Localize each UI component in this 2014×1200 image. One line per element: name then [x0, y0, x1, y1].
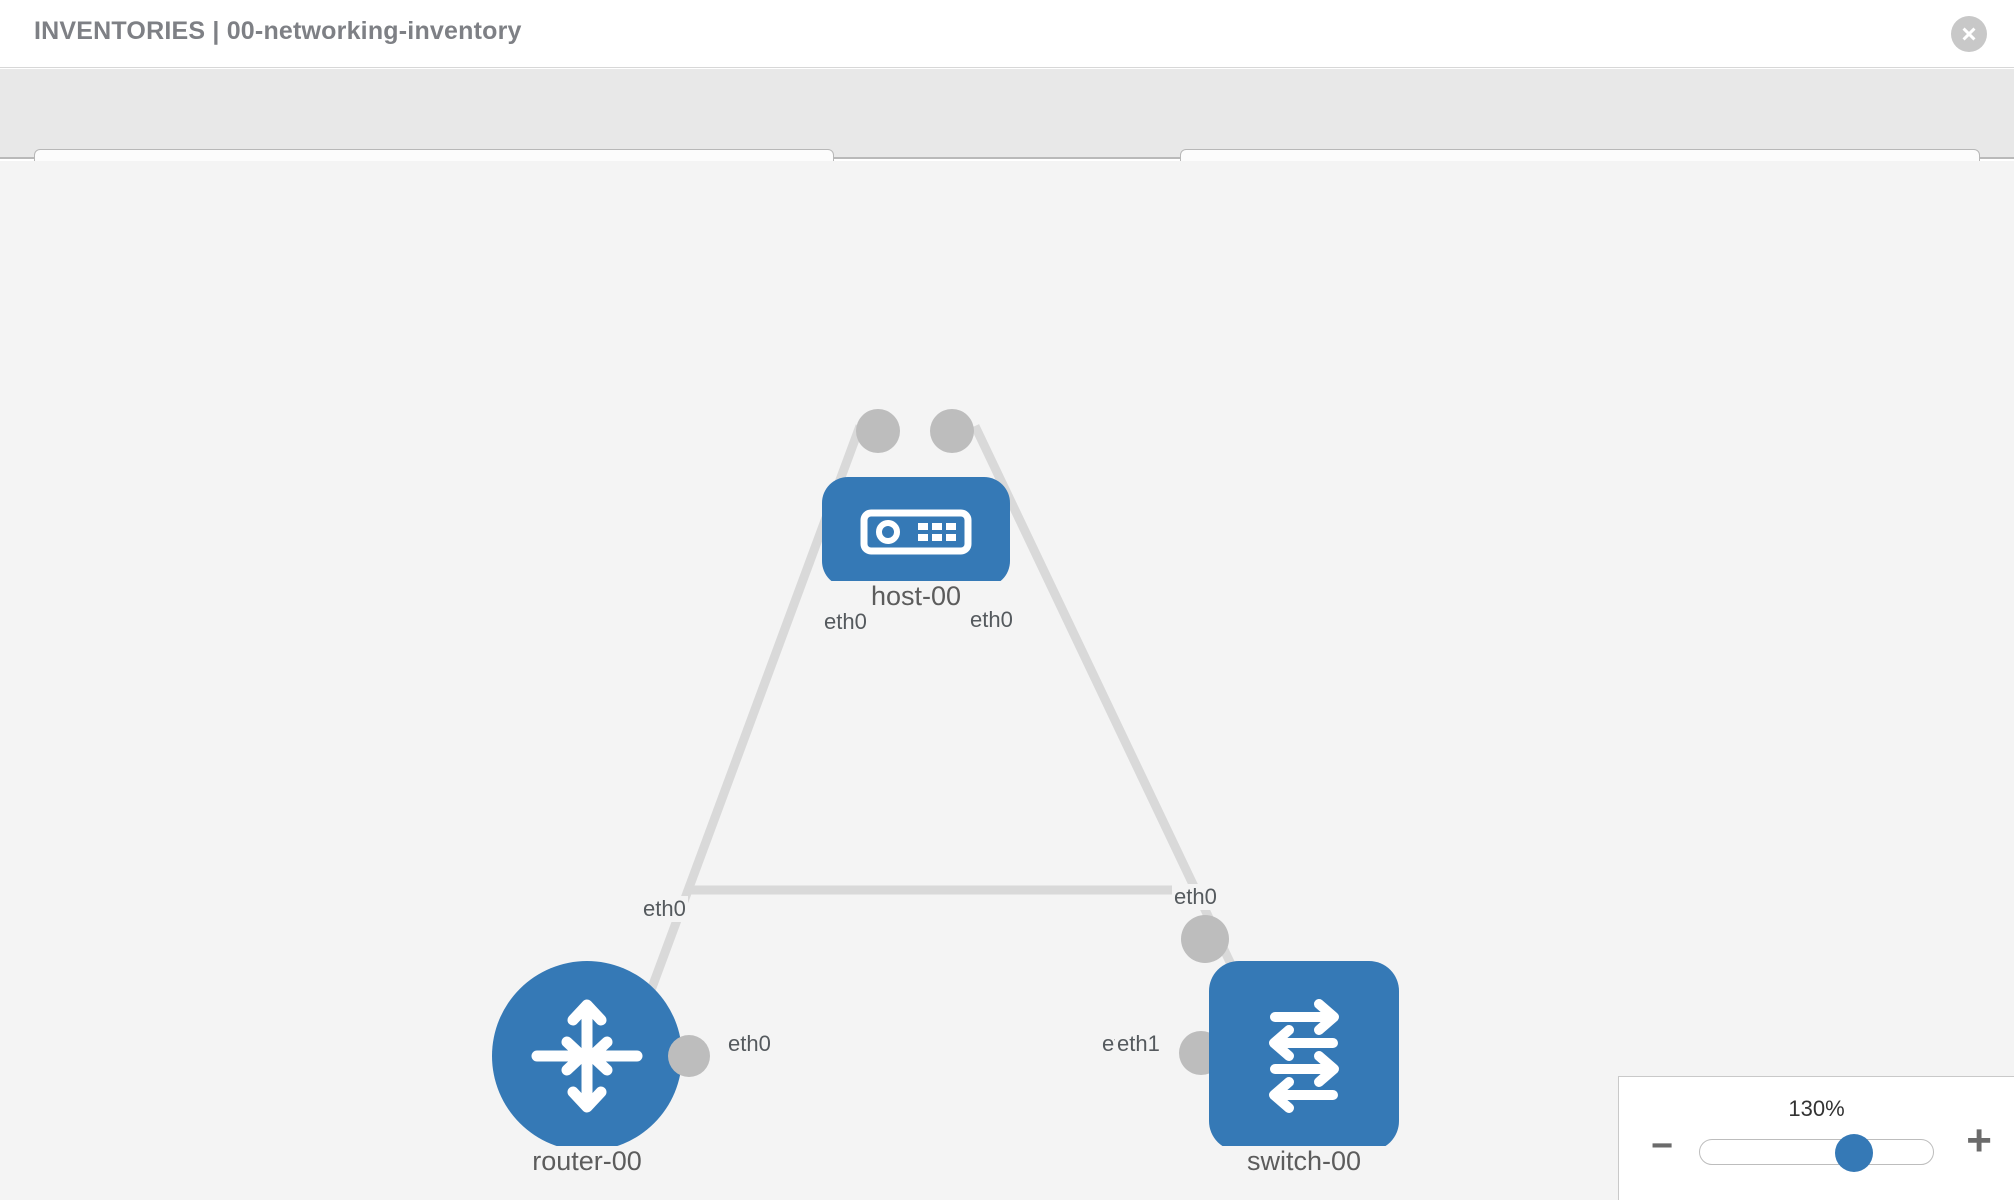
link-label-host-right: eth0: [968, 607, 1015, 633]
switch-arrows-icon: [1269, 999, 1339, 1113]
node-label: router-00: [482, 1146, 692, 1177]
server-icon: [860, 509, 972, 555]
node-switch-00[interactable]: switch-00: [1179, 915, 1409, 1177]
switch-connector-eth0[interactable]: [1181, 915, 1229, 963]
link-label-switch-left-b: eth1: [1115, 1031, 1162, 1057]
zoom-control-panel: 130% − +: [1618, 1076, 2014, 1200]
node-host-00[interactable]: host-00: [816, 477, 1016, 612]
toolbar: ACTIONS SEARCH: [0, 69, 2014, 203]
link-label-router-up: eth0: [641, 896, 688, 922]
node-label: host-00: [816, 581, 1016, 612]
zoom-percent-label: 130%: [1788, 1096, 1845, 1121]
router-connector-eth0[interactable]: [668, 1035, 710, 1077]
link-label-router-right: eth0: [726, 1031, 773, 1057]
zoom-slider-thumb[interactable]: [1835, 1134, 1874, 1172]
host-node-shape[interactable]: [822, 477, 1010, 587]
page-title: INVENTORIES | 00-networking-inventory: [34, 17, 522, 45]
zoom-slider-track[interactable]: [1699, 1134, 1934, 1172]
node-label: switch-00: [1199, 1146, 1409, 1177]
close-icon[interactable]: [1951, 16, 1987, 52]
switch-node-shape[interactable]: [1209, 961, 1399, 1151]
link-label-host-left: eth0: [822, 609, 869, 635]
page-header: INVENTORIES | 00-networking-inventory: [0, 0, 2014, 68]
link-label-switch-up: eth0: [1172, 884, 1219, 910]
node-router-00[interactable]: router-00: [482, 961, 710, 1177]
topology-canvas[interactable]: host-00: [0, 161, 2014, 1200]
router-arrows-icon: [531, 999, 643, 1113]
topology-links: [642, 409, 1243, 1003]
zoom-out-button[interactable]: −: [1651, 1125, 1674, 1167]
zoom-in-button[interactable]: +: [1966, 1116, 1992, 1165]
router-node-shape[interactable]: [492, 961, 682, 1151]
